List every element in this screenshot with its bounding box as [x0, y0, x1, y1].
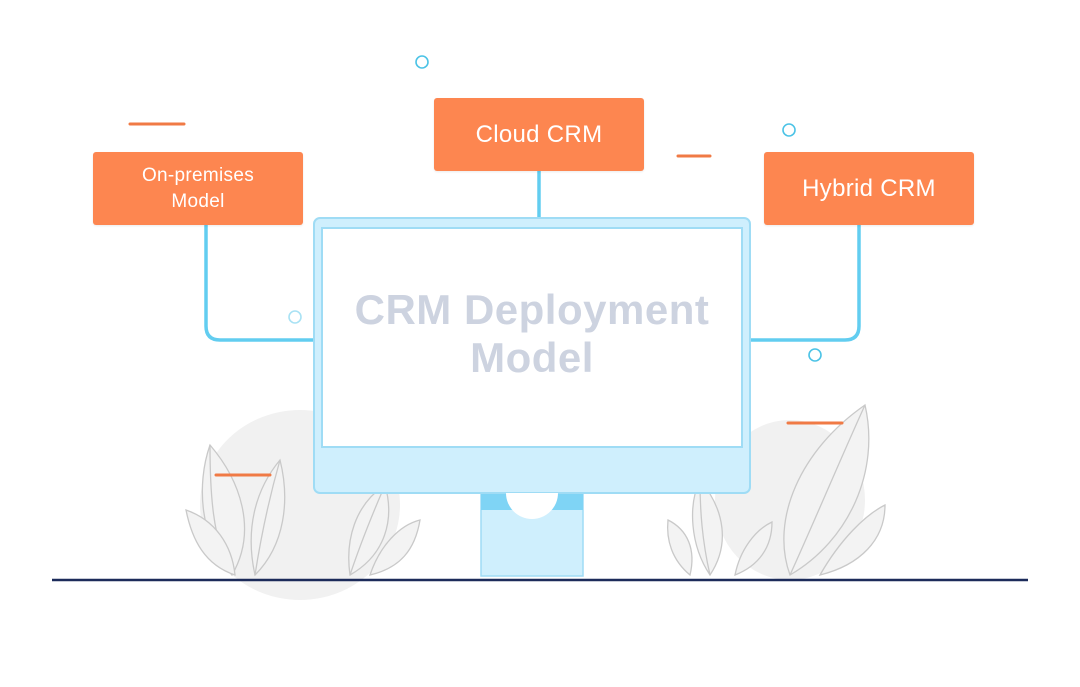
node-label: Cloud CRM — [475, 120, 603, 148]
monitor-camera-notch — [506, 493, 558, 519]
node-cloud-crm: Cloud CRM — [434, 98, 644, 171]
connector-on-premises — [204, 225, 316, 342]
node-label: On-premises Model — [142, 163, 254, 215]
bubble-icon — [782, 123, 796, 137]
bubble-icon — [288, 310, 302, 324]
bubble-icon — [415, 55, 429, 69]
monitor-screen — [321, 227, 743, 448]
node-on-premises-model: On-premises Model — [93, 152, 303, 225]
monitor-icon — [313, 217, 751, 519]
node-label-line: On-premises — [141, 164, 255, 186]
leaf-icon — [666, 403, 886, 577]
bubble-icon — [808, 348, 822, 362]
connector-hybrid — [750, 225, 861, 342]
node-label-line: Model — [171, 190, 225, 212]
leaf-icon — [185, 443, 421, 577]
node-hybrid-crm: Hybrid CRM — [764, 152, 974, 225]
node-label: Hybrid CRM — [802, 174, 936, 202]
